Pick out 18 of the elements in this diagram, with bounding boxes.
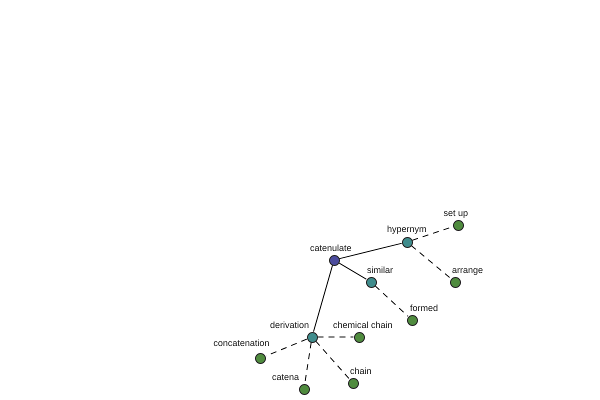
node-label: concatenation [213, 338, 270, 348]
node-label: chemical chain [333, 320, 393, 330]
node-label: formed [410, 302, 438, 314]
dashed-connector-line [315, 340, 350, 380]
connector-line [338, 242, 402, 260]
node-label: chain [350, 366, 372, 376]
node-label: arrange [452, 264, 484, 276]
node-label: derivation [270, 320, 310, 330]
dashed-connector-line [410, 245, 452, 279]
node-label: catenulate [310, 242, 352, 254]
node-label: hypernym [387, 224, 427, 234]
dashed-connector-line [317, 336, 354, 338]
node-label: similar [367, 264, 393, 276]
node-label: catena [272, 372, 300, 382]
connector-line [313, 264, 333, 332]
node-label: set up [444, 208, 468, 218]
connector-line [338, 262, 367, 280]
dashed-connector-line [374, 285, 408, 317]
